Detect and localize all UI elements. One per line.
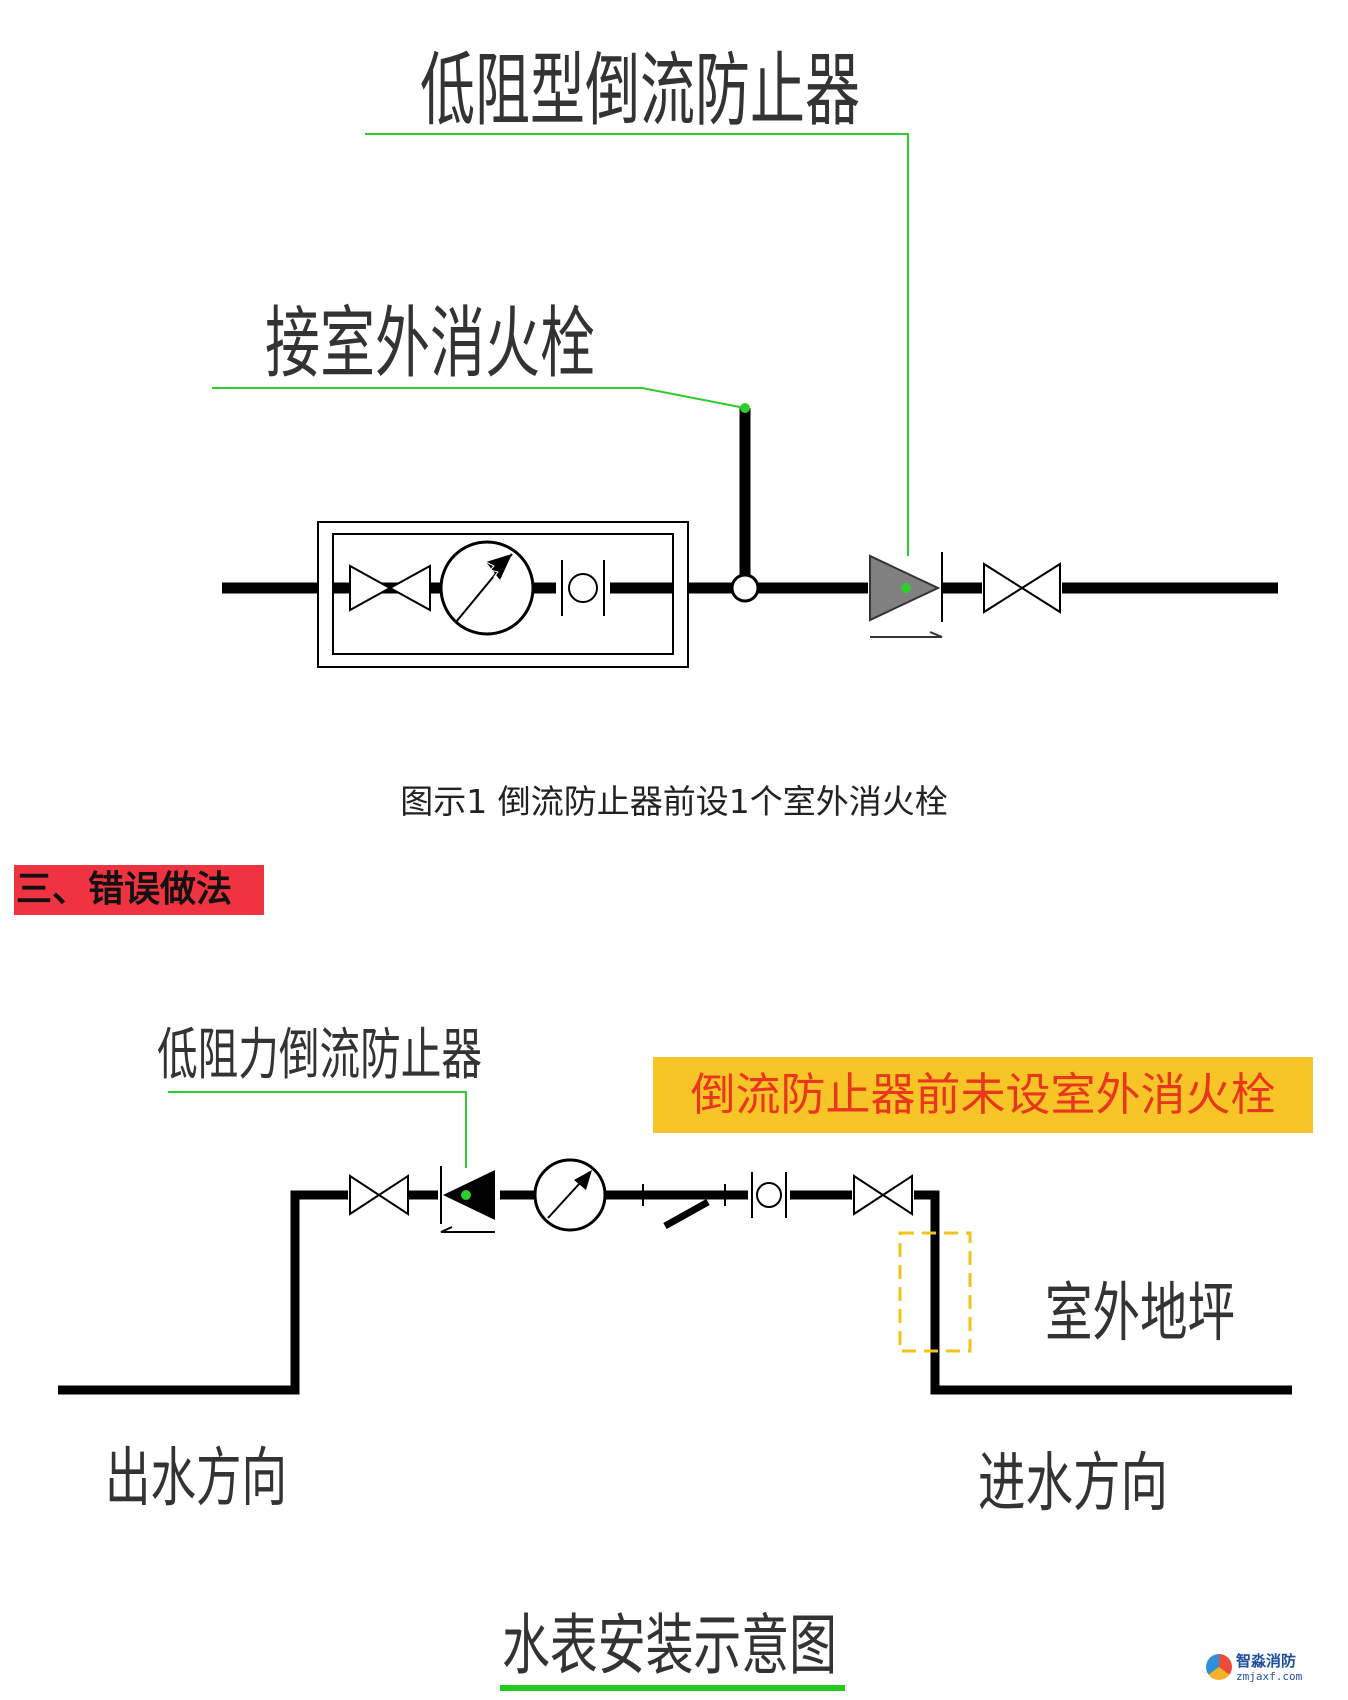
label-low-resistance-backflow-preventer: 低阻型倒流防止器 bbox=[420, 44, 860, 137]
logo-url: zmjaxf.com bbox=[1236, 1670, 1303, 1683]
diagram-2: 低阻力倒流防止器 bbox=[58, 1023, 1292, 1691]
leader-line-backflow-preventer-2 bbox=[168, 1091, 467, 1192]
label-connect-outdoor-hydrant: 接室外消火栓 bbox=[265, 299, 595, 389]
pipe-route bbox=[58, 1190, 1292, 1395]
tee-junction bbox=[730, 573, 760, 603]
watermark-logo: 智淼消防 zmjaxf.com bbox=[1206, 1648, 1326, 1688]
label-inflow-direction: 进水方向 bbox=[978, 1447, 1168, 1521]
logo-name: 智淼消防 bbox=[1236, 1652, 1297, 1670]
strainer-icon bbox=[748, 1172, 790, 1218]
gate-valve-icon bbox=[349, 564, 431, 612]
error-callout: 倒流防止器前未设室外消火栓 bbox=[653, 1057, 1313, 1133]
label-outdoor-ground-level: 室外地坪 bbox=[1045, 1277, 1235, 1351]
gate-valve-icon bbox=[852, 1172, 914, 1218]
figure-caption: 图示1 倒流防止器前设1个室外消火栓 bbox=[400, 782, 948, 821]
backflow-preventer-icon bbox=[868, 552, 943, 638]
leader-line-backflow-preventer bbox=[365, 133, 909, 588]
label-outflow-direction: 出水方向 bbox=[105, 1442, 287, 1516]
section-heading: 三、错误做法 bbox=[14, 865, 264, 915]
label-low-resistance-backflow-preventer-2: 低阻力倒流防止器 bbox=[157, 1023, 482, 1088]
check-valve-icon bbox=[642, 1184, 726, 1230]
gate-valve-icon bbox=[982, 562, 1062, 614]
leader-line-hydrant bbox=[212, 387, 746, 409]
strainer-icon bbox=[556, 560, 610, 616]
logo-icon bbox=[1206, 1654, 1232, 1680]
missing-hydrant-marker bbox=[898, 1231, 972, 1353]
water-meter-icon bbox=[439, 540, 535, 636]
backflow-preventer-icon bbox=[438, 1166, 500, 1233]
leader-dot-hydrant bbox=[740, 403, 750, 413]
diagram-1: 低阻型倒流防止器 接室外消火栓 bbox=[212, 44, 1278, 668]
gate-valve-icon bbox=[348, 1172, 409, 1218]
diagram-title: 水表安装示意图 bbox=[502, 1607, 837, 1684]
water-meter-icon bbox=[533, 1158, 607, 1232]
